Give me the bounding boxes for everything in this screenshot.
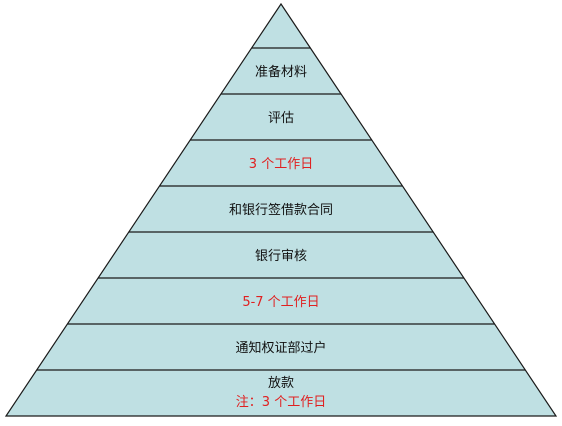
tier-label: 通知权证部过户 [235,340,326,356]
tier-label: 3 个工作日 [249,157,313,172]
tier-label: 评估 [268,111,294,126]
tier-label: 准备材料 [255,64,307,80]
tier-label: 5-7 个工作日 [242,295,319,310]
tier-label: 和银行签借款合同 [229,202,333,218]
pyramid-shape [4,2,558,417]
tier-label: 银行审核 [255,249,307,264]
tier-label: 放款 [268,376,294,391]
tier-note: 注：3 个工作日 [236,395,326,410]
